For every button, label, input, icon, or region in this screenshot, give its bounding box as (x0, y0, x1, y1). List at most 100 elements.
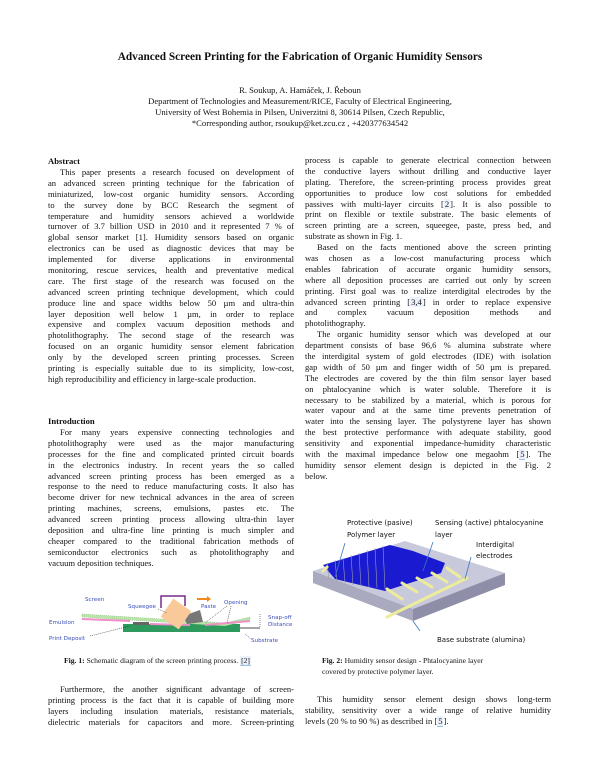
text-line: advanced screen printing technique devel… (48, 286, 294, 297)
label-emulsion: Emulsion (49, 620, 75, 626)
label-snapoff: Snap-off (268, 615, 292, 621)
label-substrate: Substrate (251, 638, 279, 644)
corresponding-author: *Corresponding author, rsoukup@ket.zcu.c… (191, 118, 409, 128)
figure-1-caption: Fig. 1: Schematic diagram of the screen … (64, 656, 251, 667)
affiliation-line: University of West Bohemia in Pilsen, Un… (155, 107, 445, 117)
label-base-substrate: Base substrate (alumina) (437, 636, 526, 644)
label-opening: Opening (224, 600, 248, 606)
caption-text: Humidity sensor design - Phtalocyanine l… (342, 656, 484, 665)
text-line: photolithography. (305, 318, 366, 329)
text-line: global sensor market [1]. Humidity senso… (48, 232, 294, 243)
furthermore-paragraph: Furthermore, the another significant adv… (48, 684, 294, 728)
text-line: response to the need to reduce manufactu… (48, 481, 294, 492)
text-line: the interdigital system of gold electrod… (305, 351, 551, 362)
label-screen: Screen (85, 597, 105, 603)
label-sensing-layer-2: layer (435, 531, 453, 539)
text-line: humidity sensor element design is depict… (305, 459, 551, 470)
text-line: process is capable to generate electrica… (305, 155, 551, 165)
text-line: miniaturized, low-cost organic humidity … (48, 188, 294, 199)
text-line: the conductive layers without drilling a… (305, 165, 551, 176)
figure-2: Protective (pasive) Polymer layer Sensin… (305, 513, 555, 648)
text-line: screen printing are a screen, squeegee, … (305, 220, 551, 231)
authors: R. Soukup, A. Hamáček, J. Řeboun (239, 85, 361, 95)
text-line: expensive and complex vacuum deposition … (48, 319, 294, 330)
affiliation-line: Department of Technologies and Measureme… (148, 96, 452, 106)
text-line: advanced screen printing process has bee… (48, 470, 294, 481)
text-line: electronics can be used as diagnostic de… (48, 243, 294, 254)
text-line: substrate as shown in Fig. 1. (305, 231, 403, 242)
figure-2-caption: Fig. 2: Humidity sensor design - Phtaloc… (322, 656, 542, 677)
text-line: The organic humidity sensor which was de… (317, 329, 551, 340)
emulsion-left (82, 618, 130, 622)
substrate-shape (123, 624, 240, 632)
text-line: This humidity sensor element design show… (317, 694, 551, 704)
text-line: semiconductor electronics such as photol… (48, 546, 294, 557)
caption-text: covered by protective polymer layer. (322, 666, 434, 676)
introduction-heading: Introduction (48, 416, 95, 426)
text-line: produce line and space widths below 50 µ… (48, 297, 294, 308)
text-line: an advanced screen printing technique fo… (48, 177, 294, 188)
text-line: Based on the facts mentioned above the s… (317, 242, 551, 253)
label-paste: Paste (201, 604, 217, 610)
caption-text: Schematic diagram of the screen printing… (84, 656, 241, 665)
text-line: processes for the fine and complicated p… (48, 448, 294, 459)
citation-link[interactable]: [2] (240, 656, 251, 666)
text-line: This paper presents a research focused o… (60, 167, 294, 177)
text-line: enables fabrication of accurate organic … (305, 263, 551, 274)
text-line: levels (20 % to 90 %) as described in [5… (305, 715, 449, 727)
text-line: water vapour and at the same time preven… (305, 405, 551, 416)
text-line: plating. Therefore, the screen-printing … (305, 176, 551, 187)
text-line: temperature and humidity sensors achieve… (48, 210, 294, 221)
abstract-heading: Abstract (48, 156, 80, 166)
text-line: cheaper compared to the traditional fabr… (48, 535, 294, 546)
text-line: For many years expensive connecting tech… (60, 427, 294, 437)
paragraph: The organic humidity sensor which was de… (305, 329, 551, 481)
citation-link[interactable]: 2 (443, 198, 451, 210)
text-line: water into the sensing layer. The polyst… (305, 416, 551, 427)
text-line: passives with multi-layer circuits [2]. … (305, 198, 551, 210)
paragraph: Based on the facts mentioned above the s… (305, 242, 551, 329)
text-line: monitoring, rescue services, health and … (48, 265, 294, 276)
introduction-section: Introduction For many years expensive co… (48, 415, 294, 569)
text-line: photolithography. The second stage of th… (48, 330, 294, 341)
text-line: only by the developed screen printing pr… (48, 352, 294, 363)
citation-link[interactable]: 3,4 (410, 296, 423, 308)
direction-arrow-icon (197, 596, 211, 602)
citation-link[interactable]: 5 (437, 715, 444, 727)
text-line: gap width of 50 µm and finger width of 5… (305, 361, 551, 372)
label-electrodes: electrodes (476, 552, 513, 560)
screen-frame (160, 595, 186, 608)
text-line: sensitivity and exponential impedance-hu… (305, 438, 551, 449)
text-line: where all deposition processes are carri… (305, 274, 551, 285)
text-line: with the maximal impedance below one meg… (305, 449, 551, 460)
paste-shape (183, 610, 203, 624)
text-line: stability, sensitivity over a wide range… (305, 704, 551, 715)
label-interdigital: Interdigital (476, 541, 514, 549)
text-line: implemented for diverse applications in … (48, 254, 294, 265)
label-squeegee: Squeegee (128, 604, 157, 610)
interdigital-electrodes (321, 565, 469, 619)
furthermore-section: Furthermore, the another significant adv… (48, 684, 294, 728)
caption-label: Fig. 1: (64, 656, 85, 665)
text-line: department consists of base 96,6 % alumi… (305, 340, 551, 351)
text-line: in the electronics industry. In recent y… (48, 459, 294, 470)
text-line: advanced screen printing process allowin… (48, 514, 294, 525)
text-line: to the survey done by BCC Research the s… (48, 199, 294, 210)
label-sensing-layer: Sensing (active) phtalocyanine (435, 519, 543, 527)
text-line: vacuum deposition techniques. (48, 557, 154, 568)
figure-1: Screen Squeegee Paste Opening Emulsion S… (48, 594, 298, 652)
text-line: dielectric materials for capacitors and … (48, 716, 294, 727)
text-line: printing machines, screens, emulsions, p… (48, 503, 294, 514)
caption-label: Fig. 2: (322, 656, 343, 665)
text-line: deposition and ultra-fine line printing … (48, 525, 294, 536)
text-line: layer deposition well below 1 µm, in ord… (48, 308, 294, 319)
introduction-paragraph: For many years expensive connecting tech… (48, 427, 294, 569)
text-line: advanced screen printing [3,4] in order … (305, 296, 551, 308)
label-polymer-layer: Polymer layer (347, 531, 395, 539)
abstract-paragraph: This paper presents a research focused o… (48, 167, 294, 385)
screen-printing-diagram: Screen Squeegee Paste Opening Emulsion S… (49, 595, 293, 644)
label-distance: Distance (268, 622, 293, 628)
citation-link[interactable]: 5 (519, 449, 526, 460)
label-print-deposit: Print Deposit (49, 636, 86, 642)
conclusion-text: This humidity sensor element design show… (305, 694, 551, 727)
